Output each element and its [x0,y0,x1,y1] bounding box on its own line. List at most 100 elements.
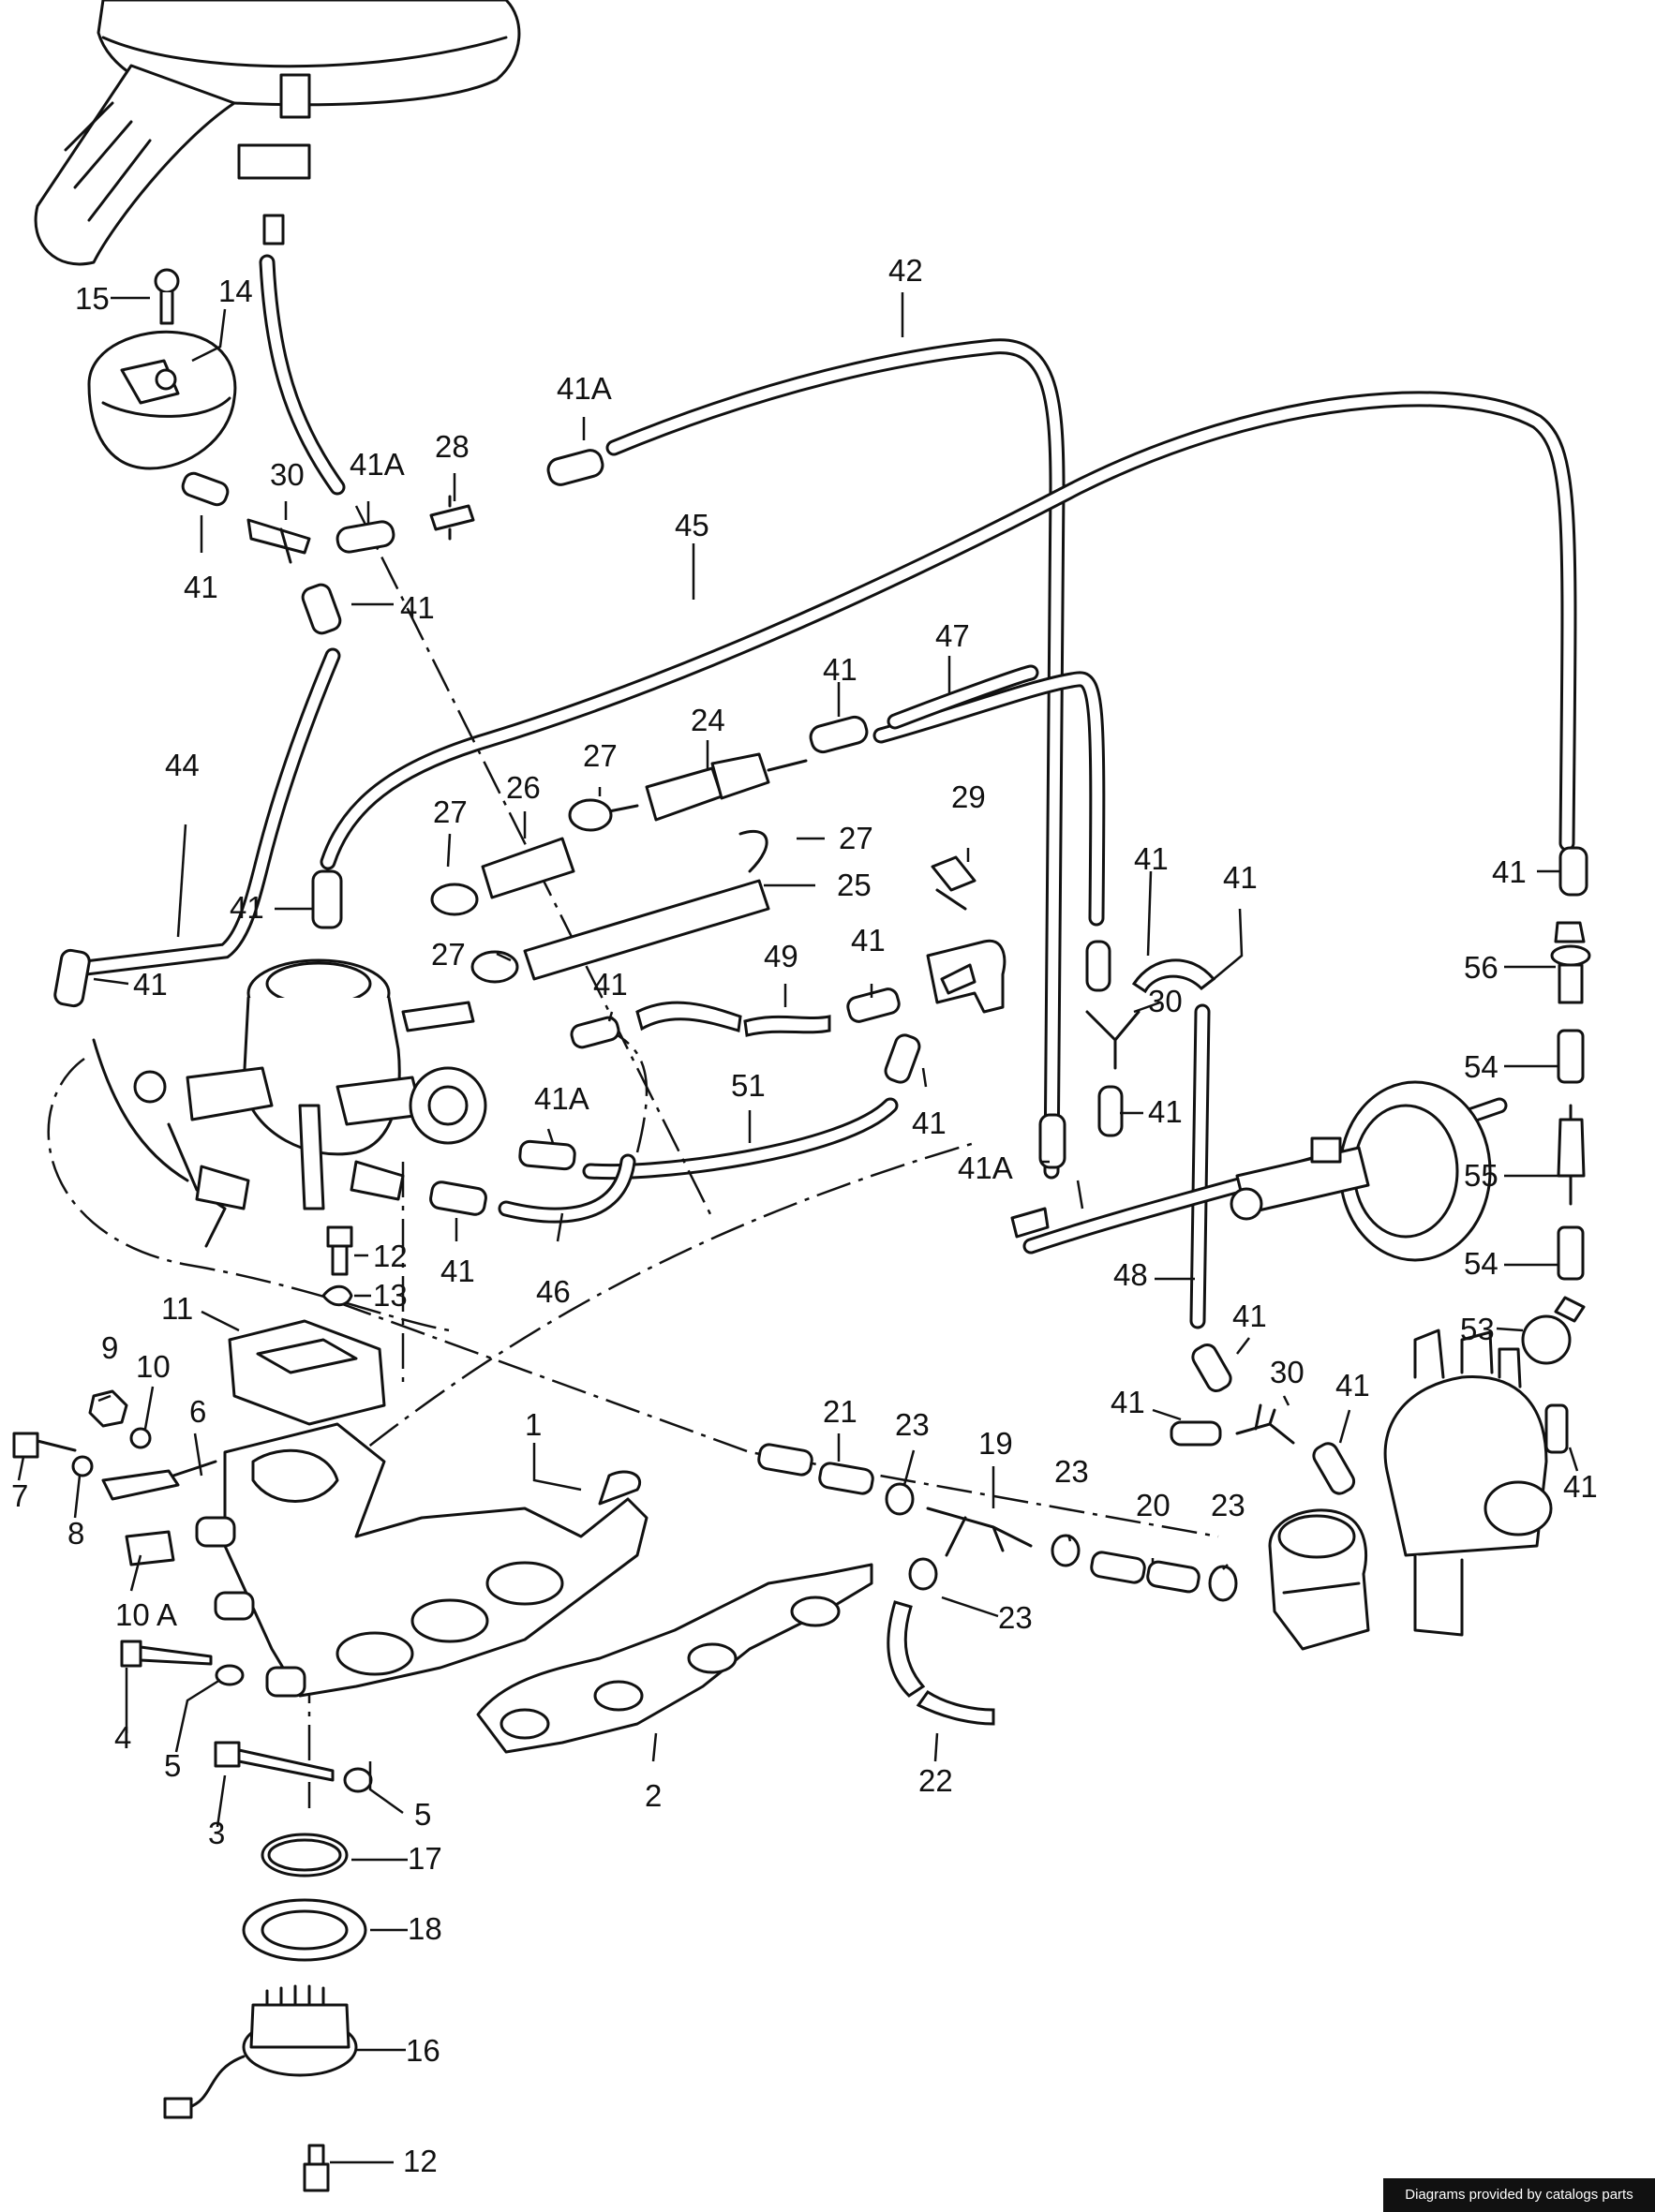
callout-15: 15 [75,281,110,316]
callout-12: 12 [373,1239,408,1273]
callout-21: 21 [823,1394,857,1429]
callout-41: 41 [184,570,218,604]
callout-45: 45 [675,508,709,542]
callout-26: 26 [506,770,541,805]
gasket-2 [476,1563,873,1754]
callout-5: 5 [164,1748,181,1783]
callout-28: 28 [435,429,470,464]
callout-30: 30 [1270,1355,1305,1389]
callout-46: 46 [536,1274,571,1309]
callout-41: 41 [912,1106,947,1140]
callout-41: 41 [1563,1469,1598,1504]
hose-26 [481,837,575,899]
callout-29: 29 [951,779,986,814]
callout-27: 27 [431,937,466,972]
callout-41A: 41A [350,447,405,482]
callout-22: 22 [918,1763,953,1798]
hose-25 [523,829,770,981]
callout-41A: 41A [958,1151,1013,1185]
distributor [1383,1329,1569,1637]
callout-41: 41 [440,1254,475,1288]
gasket-18 [242,1898,367,1962]
callout-6: 6 [189,1394,206,1429]
credit-footer: Diagrams provided by catalogs parts [1383,2178,1655,2212]
vacuum-unit-14 [87,330,237,470]
callout-12: 12 [403,2144,438,2178]
callout-16: 16 [406,2033,440,2068]
callout-18: 18 [408,1911,442,1946]
hose-fittings-top [53,449,1588,1008]
callout-11: 11 [161,1291,193,1326]
callout-14: 14 [218,274,253,308]
callout-55: 55 [1464,1158,1498,1193]
callout-41: 41 [1111,1385,1145,1419]
callout-8: 8 [67,1516,84,1551]
hardware-left [12,1389,217,1566]
callout-41A: 41A [557,371,612,406]
callout-27: 27 [583,738,618,773]
callout-41: 41 [1335,1368,1370,1403]
hoses-middle [429,940,1216,1216]
callout-5: 5 [414,1797,431,1832]
bolt-12-washer-13 [321,1225,353,1307]
callout-41: 41 [133,967,168,1002]
callout-41A: 41A [534,1081,589,1116]
fuel-filter-24 [598,715,869,822]
leader-lines [17,292,1579,2164]
callout-56: 56 [1464,950,1498,985]
callout-24: 24 [691,703,725,737]
o-ring-17 [261,1833,349,1878]
callout-23: 23 [895,1407,930,1442]
callout-41: 41 [1148,1094,1183,1129]
callout-23: 23 [1054,1454,1089,1489]
callout-41: 41 [851,923,886,958]
callout-44: 44 [165,748,200,782]
callout-53: 53 [1460,1312,1495,1346]
callout-51: 51 [731,1068,766,1103]
callout-19: 19 [978,1426,1013,1461]
callout-41: 41 [1492,854,1527,889]
callout-3: 3 [208,1816,225,1850]
callout-1: 1 [525,1407,542,1442]
callout-41: 41 [1223,860,1258,895]
callout-41: 41 [1134,841,1169,876]
callout-27: 27 [433,794,468,829]
callout-48: 48 [1113,1257,1148,1292]
intake-manifold [195,1422,649,1698]
check-valves-right [1521,921,1591,1365]
callout-10: 10 [136,1349,171,1384]
callout-7: 7 [11,1478,28,1513]
fuel-pump [1268,1508,1370,1651]
callout-13: 13 [373,1278,408,1313]
callout-42: 42 [888,253,923,288]
callout-41: 41 [400,590,435,625]
bolts-lower-left [120,1640,373,1793]
callout-2: 2 [645,1778,662,1813]
air-filter-housing [34,0,521,266]
callout-27: 27 [839,821,873,855]
callout-41: 41 [1232,1299,1267,1333]
screw-15 [154,268,180,325]
callouts: 15 14 42 41A 28 30 41A 41 41 45 47 41 24… [11,253,1598,2178]
callout-9: 9 [101,1330,118,1365]
callout-17: 17 [408,1841,442,1876]
callout-10A: 10 A [115,1597,177,1632]
callout-47: 47 [935,618,970,653]
callout-23: 23 [1211,1488,1245,1522]
callout-23: 23 [998,1600,1033,1635]
hoses-lower [757,1344,1356,1726]
brake-booster [1010,1080,1492,1262]
callout-25: 25 [837,868,872,902]
callout-41: 41 [230,890,264,925]
callout-30: 30 [1148,984,1183,1018]
valve-assembly [926,939,1006,1014]
callout-20: 20 [1136,1488,1170,1522]
callout-4: 4 [114,1720,131,1755]
carburetor [92,958,487,1248]
callout-54: 54 [1464,1246,1498,1281]
callout-41: 41 [593,967,628,1002]
callout-54: 54 [1464,1049,1498,1084]
callout-41: 41 [823,652,857,687]
callout-49: 49 [764,939,798,973]
